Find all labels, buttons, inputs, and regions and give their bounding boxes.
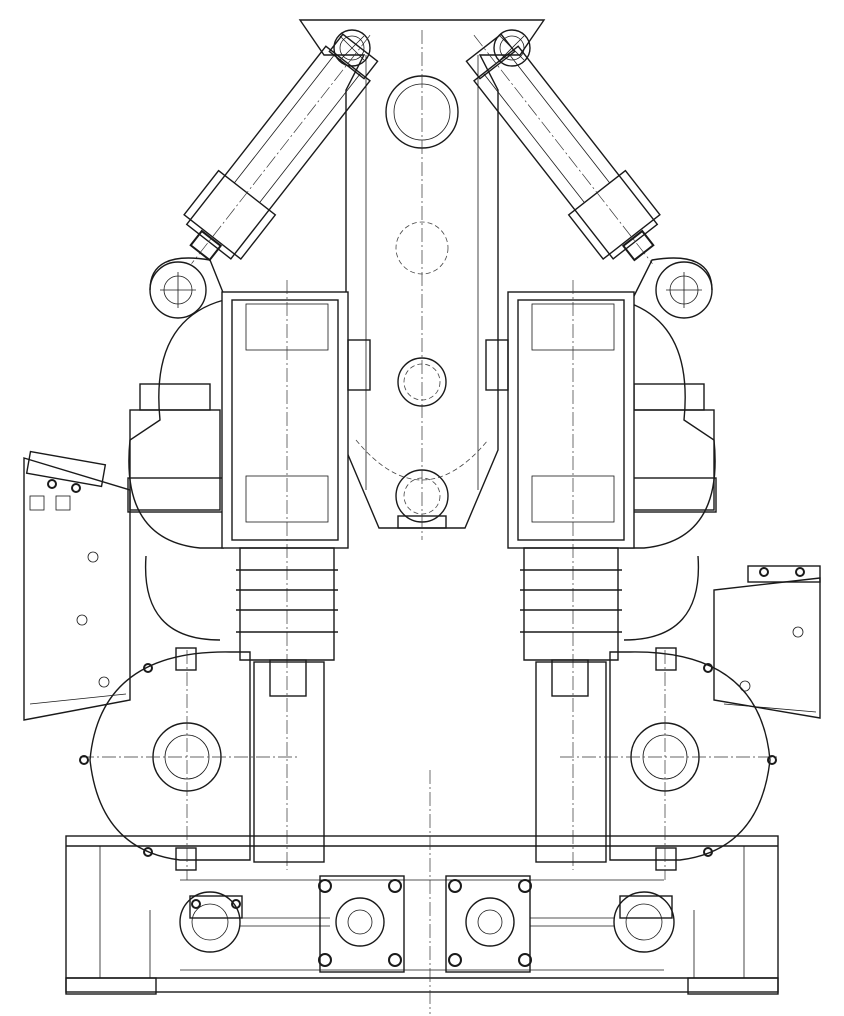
bottom-center-left-hub xyxy=(318,875,405,973)
lower-pin-right xyxy=(631,257,713,319)
left-screw-column xyxy=(236,547,338,863)
lower-pin-left xyxy=(149,257,227,319)
bottom-left-gear xyxy=(179,891,330,953)
left-hydraulic-cylinder xyxy=(183,33,379,264)
bottom-center-right-hub xyxy=(445,875,532,973)
right-gearbox xyxy=(560,647,780,880)
top-pin-left xyxy=(333,29,371,67)
left-gearbox xyxy=(79,647,300,880)
bottom-right-gear xyxy=(530,891,675,953)
right-hydraulic-cylinder xyxy=(465,33,661,264)
left-housing xyxy=(127,299,225,641)
right-side-bracket xyxy=(713,565,821,719)
right-screw-column xyxy=(520,547,622,863)
right-roll-chock xyxy=(485,280,635,870)
left-roll-chock xyxy=(221,280,371,870)
base-frame xyxy=(65,835,779,995)
left-side-bracket xyxy=(23,450,131,721)
